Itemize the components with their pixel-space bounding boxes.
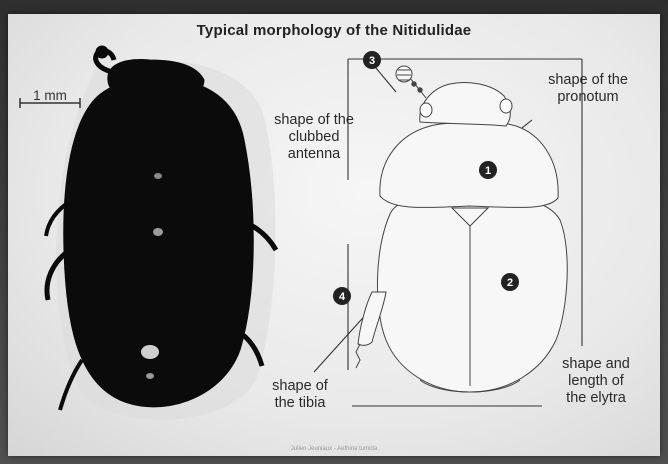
tibia-label: shape of the tibia xyxy=(252,378,348,412)
tibia-label-line2: the tibia xyxy=(252,395,348,412)
head-outline xyxy=(420,83,510,127)
antenna-club xyxy=(396,66,412,82)
antenna-label-line3: antenna xyxy=(258,146,370,163)
badge-2: 2 xyxy=(501,273,519,291)
pronotum-outline xyxy=(380,123,558,208)
antenna-label-line2: clubbed xyxy=(258,129,370,146)
badge-4-number: 4 xyxy=(339,291,346,303)
elytra-label-line1: shape and xyxy=(544,356,648,373)
pronotum-label-line2: pronotum xyxy=(530,89,646,106)
tibia-label-line1: shape of xyxy=(252,378,348,395)
badge-3-number: 3 xyxy=(369,55,375,67)
badge-4: 4 xyxy=(333,287,351,305)
scale-bar-label: 1 mm xyxy=(22,88,78,103)
badge-1: 1 xyxy=(479,161,497,179)
elytra-label-line2: length of xyxy=(544,373,648,390)
badge-3: 3 xyxy=(363,51,381,69)
photo-credit: Julien Jeuniaux - Aethina tumida xyxy=(0,446,668,452)
elytra-label-line3: the elytra xyxy=(544,390,648,407)
antenna-label: shape of the clubbed antenna xyxy=(258,112,370,163)
pronotum-label: shape of the pronotum xyxy=(530,72,646,106)
badge-2-number: 2 xyxy=(507,277,513,289)
elytra-label: shape and length of the elytra xyxy=(544,356,648,407)
antenna-label-line1: shape of the xyxy=(258,112,370,129)
pronotum-label-line1: shape of the xyxy=(530,72,646,89)
badge-1-number: 1 xyxy=(485,165,491,177)
beetle-drawing xyxy=(356,66,567,392)
